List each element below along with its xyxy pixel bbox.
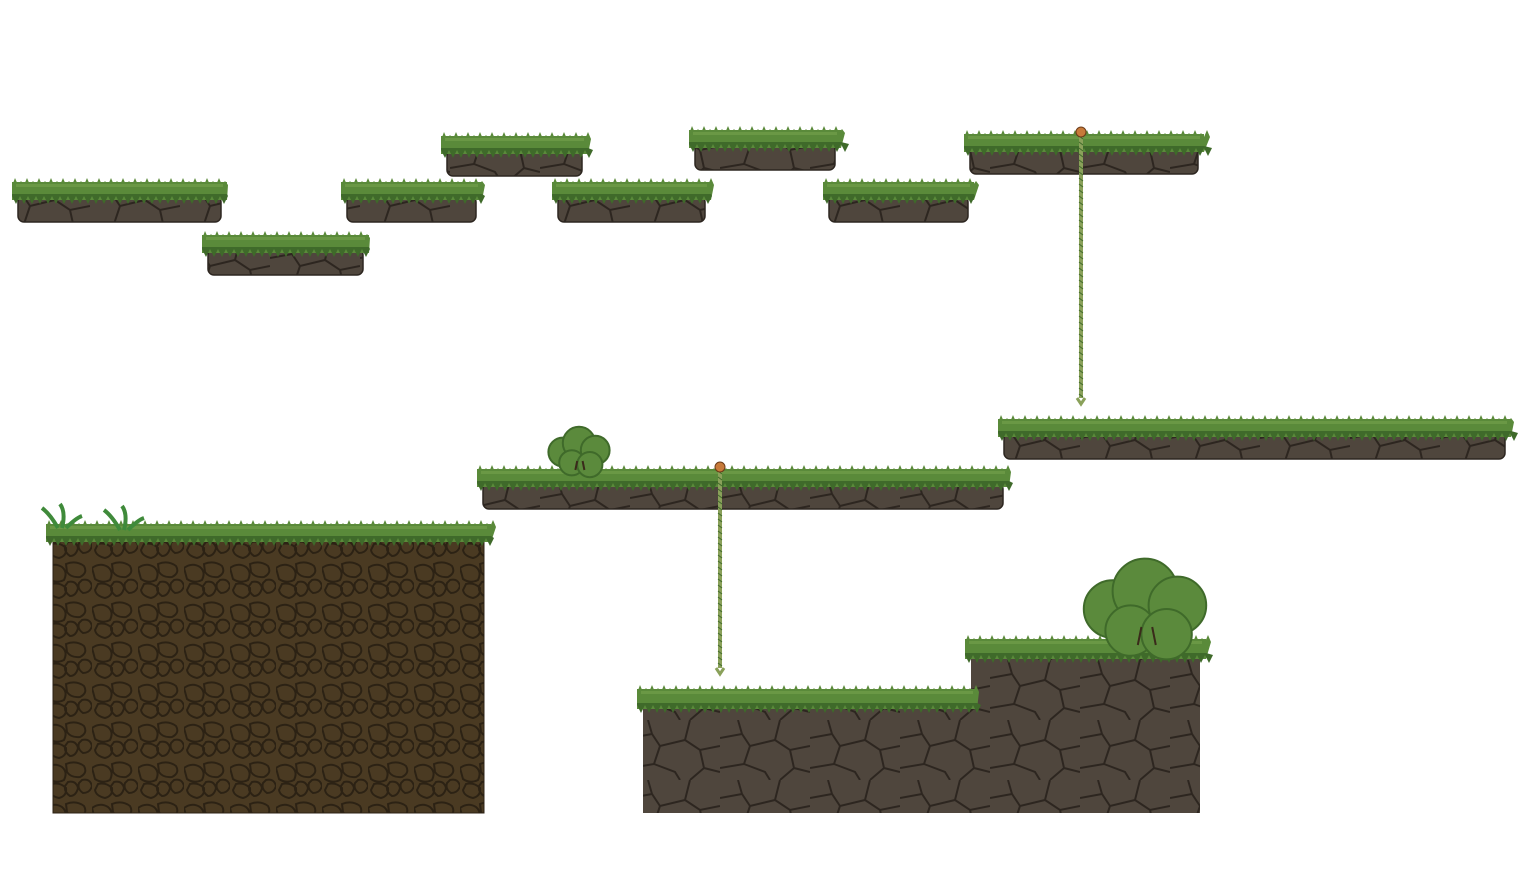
floating-platform [689,126,849,171]
bush-large [1082,557,1208,661]
long-platform [998,415,1518,460]
props-layer [40,126,1208,677]
ground-layer [46,520,1213,814]
dirt-block [46,520,496,814]
platforms-layer [12,126,1518,510]
rock-ledge [637,635,1213,813]
floating-platform [964,130,1212,175]
rope [714,461,726,677]
floating-platform [202,231,370,276]
floating-platform [823,178,979,223]
fern [40,502,83,530]
floating-platform [12,178,228,223]
floating-platform [341,178,485,223]
floating-platform [441,132,593,177]
floating-platform [552,178,714,223]
fern [102,504,145,532]
long-platform [477,465,1013,510]
rope [1075,126,1087,407]
bush-small [547,425,611,479]
